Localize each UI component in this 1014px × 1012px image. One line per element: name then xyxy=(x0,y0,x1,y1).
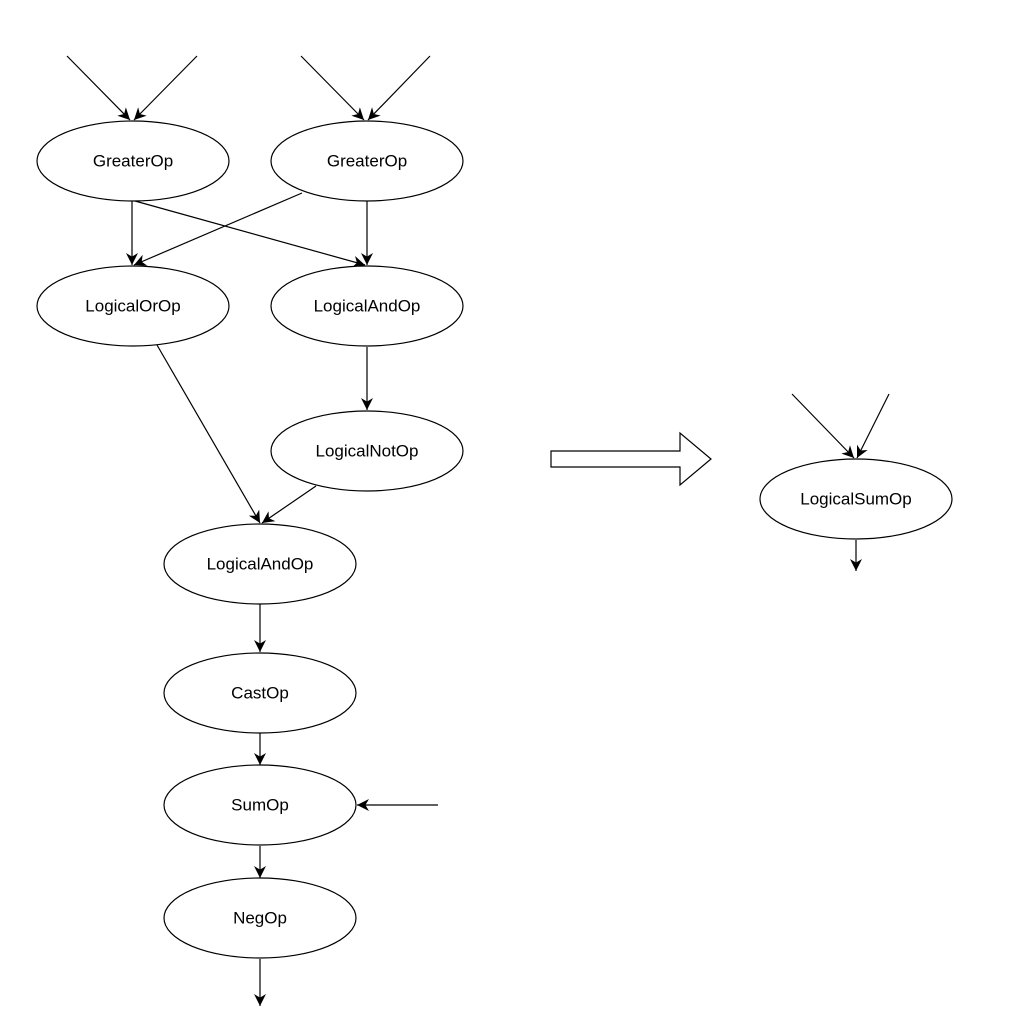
node-label: GreaterOp xyxy=(93,151,173,170)
edge-input-to-greater-1-b xyxy=(133,55,198,121)
edge-logical-or-to-logical-and-2 xyxy=(156,344,261,524)
node-logical-sum-op: LogicalSumOp xyxy=(759,458,953,540)
node-greater-op-1: GreaterOp xyxy=(36,120,230,202)
node-label: LogicalAndOp xyxy=(314,296,421,315)
node-logical-or-op: LogicalOrOp xyxy=(36,265,230,347)
node-logical-not-op: LogicalNotOp xyxy=(270,410,464,492)
edge-input-to-logical-sum-b xyxy=(856,393,890,459)
edge-input-to-greater-1-a xyxy=(66,55,131,121)
node-logical-and-op-2: LogicalAndOp xyxy=(163,523,357,605)
edge-greater-2-to-logical-or xyxy=(133,192,303,266)
node-logical-and-op-1: LogicalAndOp xyxy=(270,265,464,347)
node-greater-op-2: GreaterOp xyxy=(270,120,464,202)
node-label: LogicalSumOp xyxy=(800,489,912,508)
edges xyxy=(66,55,438,1006)
node-label: NegOp xyxy=(233,908,287,927)
transform-arrow-icon xyxy=(550,431,712,487)
node-label: LogicalOrOp xyxy=(85,296,180,315)
edge-input-to-greater-2-b xyxy=(367,55,431,121)
node-label: GreaterOp xyxy=(327,151,407,170)
edge-greater-1-to-logical-and-1 xyxy=(134,200,366,268)
edge-input-to-logical-sum-a xyxy=(791,393,855,459)
edge-logical-not-to-logical-and-2 xyxy=(261,485,317,524)
result-edges xyxy=(791,393,890,571)
node-label: CastOp xyxy=(231,683,289,702)
node-label: LogicalAndOp xyxy=(207,554,314,573)
node-sum-op: SumOp xyxy=(163,764,357,846)
node-label: LogicalNotOp xyxy=(315,441,418,460)
edge-input-to-greater-2-a xyxy=(300,55,365,121)
node-label: SumOp xyxy=(231,795,289,814)
node-cast-op: CastOp xyxy=(163,652,357,734)
node-neg-op: NegOp xyxy=(163,877,357,959)
